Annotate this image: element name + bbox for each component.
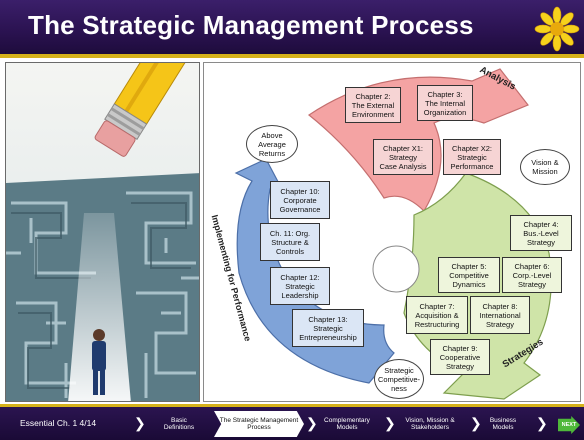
nav-basic-definitions[interactable]: Basic Definitions [163, 416, 195, 432]
chapter-5-box: Chapter 5: Competitive Dynamics [438, 257, 500, 293]
strategic-process-diagram: Analysis Strategies Implementing for Per… [203, 62, 581, 402]
nav-vision-mission-stakeholders[interactable]: Vision, Mission & Stakeholders [405, 416, 455, 432]
chapter-4-box: Chapter 4: Bus.-Level Strategy [510, 215, 572, 251]
vision-mission-oval: Vision & Mission [520, 149, 570, 185]
chapter-13-box: Chapter 13: Strategic Entrepreneurship [292, 309, 364, 347]
sunflower-icon [534, 6, 580, 52]
chapter-2-box: Chapter 2: The External Environment [345, 87, 401, 123]
chapter-x1-box: Chapter X1: Strategy Case Analysis [373, 139, 433, 175]
chevron-right-icon: ❯ [384, 415, 396, 431]
next-button[interactable]: NEXT [558, 416, 580, 434]
nav-business-models[interactable]: Business Models [489, 416, 517, 432]
strategic-competitiveness-oval: Strategic Competitive- ness [374, 359, 424, 399]
above-average-returns-oval: Above Average Returns [246, 125, 298, 163]
chapter-3-box: Chapter 3: The Internal Organization [417, 85, 473, 121]
chapter-x2-box: Chapter X2: Strategic Performance [443, 139, 501, 175]
title-bar: The Strategic Management Process [0, 0, 584, 58]
page-title: The Strategic Management Process [28, 10, 474, 40]
chapter-7-box: Chapter 7: Acquisition & Restructuring [406, 296, 468, 334]
chapter-9-box: Chapter 9: Cooperative Strategy [430, 339, 490, 375]
slide-status: Essential Ch. 1 4/14 [20, 418, 97, 428]
chapter-11-box: Ch. 11: Org. Structure & Controls [260, 223, 320, 261]
chapter-10-box: Chapter 10: Corporate Governance [270, 181, 330, 219]
nav-strategic-management-process[interactable]: The Strategic Management Process [214, 411, 304, 437]
chapter-12-box: Chapter 12: Strategic Leadership [270, 267, 330, 305]
chapter-8-box: Chapter 8: International Strategy [470, 296, 530, 334]
chevron-right-icon: ❯ [470, 415, 482, 431]
bottom-navbar: Essential Ch. 1 4/14 ❯ Basic Definitions… [0, 404, 584, 440]
chevron-right-icon: ❯ [536, 415, 548, 431]
nav-complementary-models[interactable]: Complementary Models [324, 416, 370, 432]
maze-pencil-photo [5, 62, 200, 402]
chevron-right-icon: ❯ [134, 415, 146, 431]
chevron-right-icon: ❯ [306, 415, 318, 431]
chapter-6-box: Chapter 6: Corp.-Level Strategy [502, 257, 562, 293]
